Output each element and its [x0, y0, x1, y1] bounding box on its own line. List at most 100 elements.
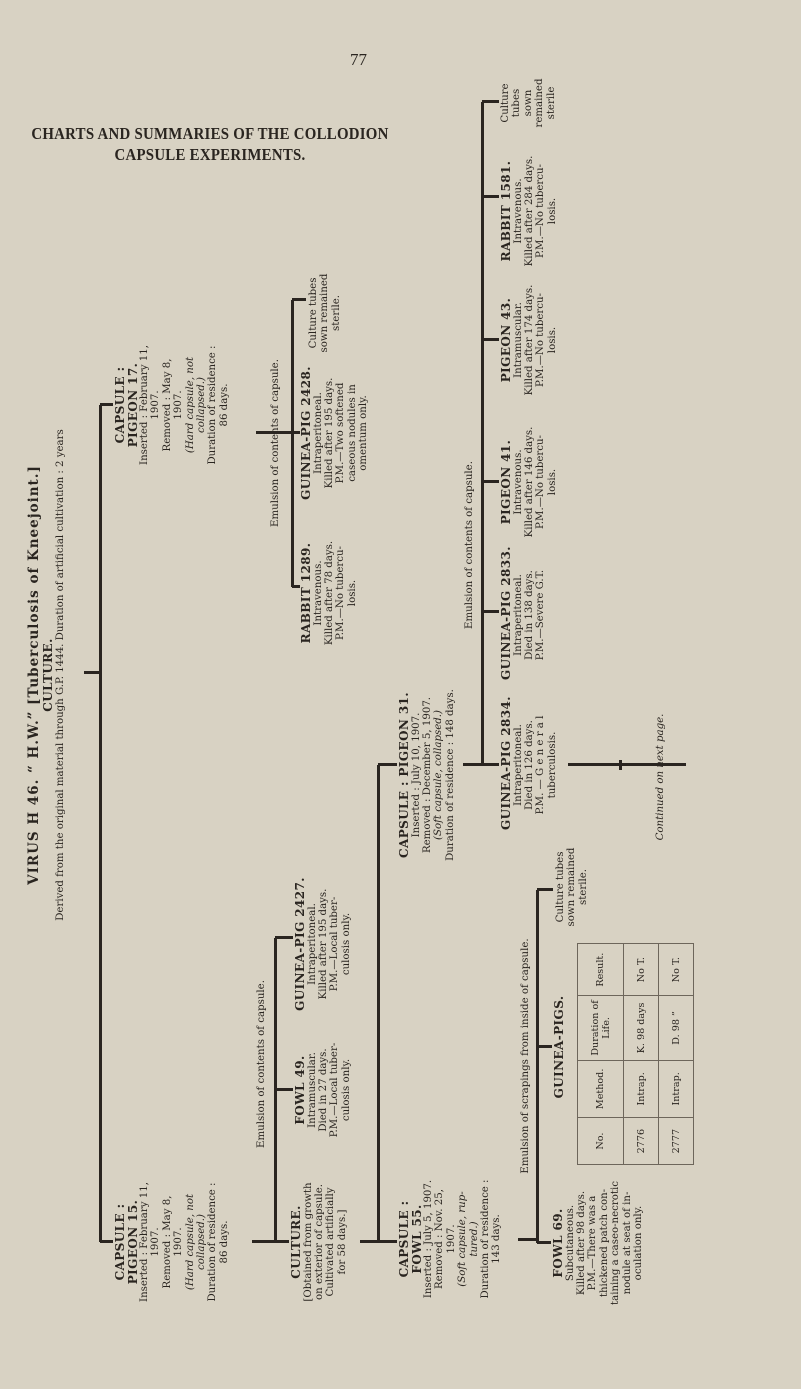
node-text: Inserted : February 11,	[139, 345, 150, 465]
node-text: (Soft capsule, rup-	[457, 1191, 469, 1287]
node-text: taining a caseo-necrotic	[610, 1181, 622, 1305]
node-text: Continued on next page.	[655, 713, 666, 841]
node-pigeon41: PIGEON 41.Intravenous.Killed after 146 d…	[499, 417, 558, 547]
node-heading: CAPSULE :	[113, 366, 127, 444]
page-heading-line-2: CAPSULE EXPERIMENTS.	[114, 145, 306, 164]
connector-tick	[100, 1240, 113, 1244]
node-text: P.M. — G e n e r a l	[535, 715, 547, 815]
node-text: Culture tubes	[308, 277, 319, 349]
node-heading: CAPSULE :	[113, 1203, 127, 1281]
node-gp2833: GUINEA-PIG 2833.Intraperitoneal.Died in …	[499, 546, 547, 680]
node-text: Intraperitoneal.	[312, 392, 324, 474]
node-text: sterile	[545, 86, 557, 120]
node-text: Duration of residence :	[480, 1179, 492, 1299]
node-text: losis.	[346, 579, 358, 607]
connector-tick	[256, 431, 292, 435]
connector-tick	[252, 1240, 275, 1244]
node-text: P.M.—Local tuber-	[329, 896, 341, 992]
connector-tick	[378, 763, 397, 767]
connector-tick	[482, 763, 499, 767]
node-text: collapsed.)	[196, 1214, 208, 1270]
node-fowl69: FOWL 69.Subcutaneous.Killed after 98 day…	[551, 1168, 644, 1318]
node-text: Culture tubes	[555, 851, 566, 923]
connector-tick	[378, 1240, 397, 1244]
node-text: Killed after 174 days.	[523, 284, 535, 396]
node-heading: FOWL 49.	[293, 1055, 307, 1125]
node-heading: CULTURE.	[41, 638, 55, 712]
node-heading: FOWL 69.	[551, 1208, 565, 1278]
node-text: Died in 138 days.	[523, 570, 535, 660]
node-text: Intramuscular.	[512, 302, 524, 378]
connector-tick	[463, 763, 482, 767]
node-heading: CAPSULE :	[397, 1200, 411, 1278]
node-heading: GUINEA-PIG 2427.	[293, 877, 307, 1011]
node-text: Killed after 78 days.	[323, 540, 335, 646]
node-text: losis.	[546, 468, 558, 496]
node-heading: GUINEA-PIG 2834.	[499, 696, 513, 830]
page-number: 77	[350, 50, 367, 69]
column-header: Method.	[577, 1060, 624, 1118]
table-cell: Intrap.	[658, 1060, 694, 1118]
node-text: tubes	[511, 88, 523, 118]
node-text: Killed after 146 days.	[523, 426, 535, 538]
node-text: Killed after 284 days.	[523, 155, 535, 267]
table-cell: No T.	[623, 943, 659, 996]
node-heading: CULTURE.	[289, 1205, 303, 1279]
connector-tick	[100, 403, 113, 407]
node-text: P.M.—There was a	[587, 1195, 599, 1291]
node-text: Inserted : February 11,	[139, 1182, 150, 1302]
table-cell: Intrap.	[623, 1060, 659, 1118]
node-text: losis.	[546, 326, 558, 354]
node-text: sown remained	[319, 273, 331, 353]
connector-tick	[482, 610, 499, 614]
node-text: caseous nodules in	[346, 384, 358, 482]
connector-tick	[292, 431, 300, 435]
node-text: remained	[534, 78, 546, 128]
node-text: Duration of residence :	[207, 345, 219, 465]
node-emulsion55: Emulsion of scrapings from inside of cap…	[520, 921, 531, 1191]
column-header: Result.	[577, 943, 624, 996]
node-text: Cultivated artificially	[325, 1187, 337, 1297]
node-text: Emulsion of contents of capsule.	[464, 461, 475, 629]
node-text: culosis only.	[340, 1058, 352, 1122]
node-pigeon31: CAPSULE : PIGEON 31.Inserted : July 10, …	[397, 680, 456, 870]
node-heading: VIRUS H 46. “ H.W.” [Tuberculosis of Kne…	[26, 465, 42, 885]
node-text: sown remained	[566, 847, 578, 927]
node-text: Intraperitoneal.	[512, 724, 524, 806]
node-continued: Continued on next page.	[655, 697, 666, 857]
node-text: sterile.	[330, 295, 342, 332]
node-heading: FOWL 55.	[409, 1204, 424, 1274]
node-text: Duration of residence : 148 days.	[444, 689, 456, 861]
connector-tick	[292, 298, 306, 302]
connector-tick	[360, 1240, 378, 1244]
node-text: Killed after 98 days.	[575, 1190, 587, 1296]
node-text: Died in 126 days.	[523, 720, 535, 810]
node-text: (Hard capsule, not	[184, 356, 196, 454]
node-text: Removed : May 8,	[161, 358, 173, 452]
node-text: for 58 days.]	[336, 1209, 348, 1275]
node-text: collapsed.)	[196, 377, 208, 433]
node-text: Killed after 195 days.	[317, 888, 329, 1000]
connector-tick	[482, 100, 499, 104]
node-text: on exterior of capsule.	[313, 1184, 325, 1300]
node-text: P.M.—No tubercu-	[535, 164, 547, 258]
node-text: (Soft capsule, collapsed.)	[433, 710, 445, 840]
connector-tick	[482, 480, 499, 484]
node-heading: RABBIT 1581.	[499, 160, 513, 262]
node-text: oculation only.	[632, 1205, 644, 1281]
connector-tick	[482, 338, 499, 342]
node-pigeon17: CAPSULE :PIGEON 17.Inserted : February 1…	[113, 320, 230, 490]
node-text: Derived from the original material throu…	[54, 429, 66, 921]
connector-tick	[275, 936, 293, 940]
connector-tick	[537, 1045, 552, 1049]
node-pigeon43: PIGEON 43.Intramuscular.Killed after 174…	[499, 275, 558, 405]
connector-tick	[518, 1238, 537, 1242]
node-text: nodule at seat of in-	[621, 1191, 633, 1295]
node-text: sown	[522, 89, 534, 117]
node-text: Inserted : July 5, 1907.	[423, 1179, 434, 1299]
node-text: Intravenous.	[512, 178, 524, 244]
node-text: Emulsion of contents of capsule.	[270, 359, 281, 527]
node-text: P.M.—Local tuber-	[329, 1042, 341, 1138]
